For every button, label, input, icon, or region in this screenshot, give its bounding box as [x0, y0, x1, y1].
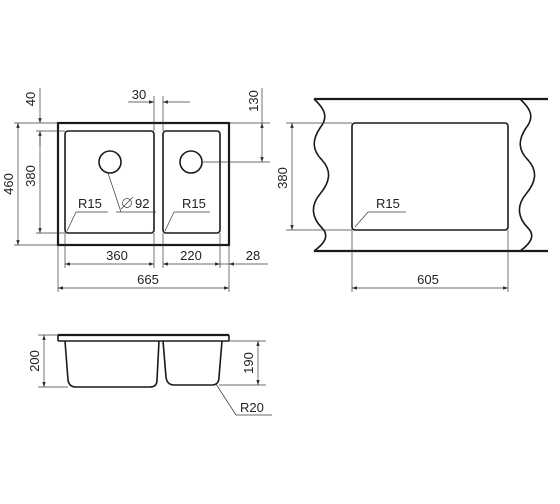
break-line-right — [518, 98, 536, 252]
section-depth-190: 190 — [241, 352, 256, 374]
cutout-radius-r15: R15 — [376, 196, 400, 211]
cutout-width-605: 605 — [417, 272, 439, 287]
left-drain-hole — [98, 150, 122, 174]
break-line-left — [312, 98, 330, 252]
section-depth-200: 200 — [27, 350, 42, 372]
top-view: 460 380 40 30 130 360 220 — [1, 87, 270, 292]
dim-height-380: 380 — [23, 165, 38, 187]
cutout-outline — [351, 122, 509, 231]
diameter-symbol-icon — [120, 196, 134, 210]
dim-height-460: 460 — [1, 173, 16, 195]
radius-left-r15: R15 — [78, 196, 102, 211]
right-bowl-outline — [162, 130, 221, 234]
right-drain-hole — [179, 150, 203, 174]
drain-diameter-92: 92 — [135, 196, 149, 211]
dim-offset-right-130: 130 — [246, 90, 261, 112]
dim-divider-30: 30 — [132, 87, 146, 102]
dim-margin-28: 28 — [246, 248, 260, 263]
section-view: 200 190 R20 — [27, 333, 272, 416]
cutout-view: 380 R15 605 — [275, 97, 548, 292]
dim-width-220: 220 — [180, 248, 202, 263]
dim-width-360: 360 — [106, 248, 128, 263]
section-radius-r20: R20 — [240, 400, 264, 415]
radius-right-r15: R15 — [182, 196, 206, 211]
section-left-bowl — [64, 340, 160, 388]
sink-outer-outline — [56, 121, 231, 247]
section-right-bowl — [162, 340, 223, 386]
left-bowl-outline — [64, 130, 155, 234]
dim-offset-top-40: 40 — [23, 92, 38, 106]
dim-width-665: 665 — [137, 272, 159, 287]
cutout-height-380: 380 — [275, 167, 290, 189]
